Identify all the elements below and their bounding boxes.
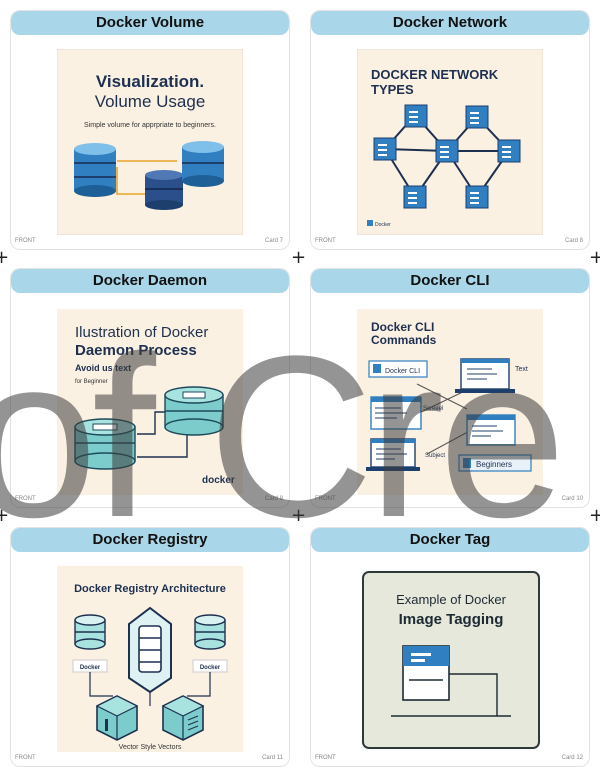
card-number: Card 7	[264, 238, 283, 244]
daemon-illustration: Ilustration of Docker Daemon Process Avo…	[57, 309, 243, 495]
illus-title-1: Visualization.	[96, 72, 204, 91]
laptop-icon	[455, 358, 515, 393]
card-number: Card 9	[264, 496, 283, 502]
image-tag-icon	[402, 645, 450, 701]
daemon-cylinder-icon	[164, 386, 224, 436]
crop-mark-icon: +	[589, 247, 600, 268]
crop-mark-icon: +	[291, 247, 307, 268]
terminal-window-icon	[370, 396, 422, 430]
illus-logo-text: Docker	[375, 222, 391, 228]
illus-title-2: Daemon Process	[75, 342, 197, 359]
card-side-label: FRONT	[315, 755, 336, 761]
card-number: Card 11	[262, 755, 283, 761]
terminal-window-icon	[466, 414, 516, 446]
illus-label-cli: Docker CLI	[385, 368, 420, 375]
volume-illustration: Visualization. Volume Usage Simple volum…	[57, 49, 243, 235]
illus-label-subject: Subject	[425, 453, 445, 459]
cli-illustration: Docker CLI Commands Docker CLI Text	[357, 309, 543, 495]
card-number: Card 8	[564, 238, 583, 244]
card-title: Docker Volume	[11, 11, 289, 35]
crop-mark-icon: +	[0, 247, 10, 268]
illus-label-beginners: Beginners	[476, 460, 512, 469]
card-side-label: FRONT	[315, 238, 336, 244]
illus-title-1: Ilustration of Docker	[75, 324, 208, 341]
flashcard-docker-registry: Docker Registry Docker Registry Architec…	[10, 527, 290, 767]
laptop-icon	[366, 438, 420, 471]
flashcard-docker-daemon: Docker Daemon Ilustration of Docker Daem…	[10, 268, 290, 508]
card-side-label: FRONT	[15, 238, 36, 244]
illus-logo-text: docker	[202, 475, 235, 486]
illus-title-2: TYPES	[371, 82, 414, 97]
flashcard-docker-network: Docker Network DOCKER NETWORK TYPES	[310, 10, 590, 250]
illus-label-docker-left: Docker	[80, 665, 101, 671]
registry-db-icon	[194, 614, 226, 650]
card-title: Docker Registry	[11, 528, 289, 552]
illus-subtitle: Avoid us text	[75, 363, 131, 373]
card-number: Card 10	[561, 496, 583, 502]
volume-cylinder-icon	[182, 141, 224, 187]
illus-label-docker-right: Docker	[200, 665, 221, 671]
illus-caption: Vector Style Vectors	[119, 744, 182, 751]
card-side-label: FRONT	[15, 755, 36, 761]
card-side-label: FRONT	[315, 496, 336, 502]
illus-title: Docker Registry Architecture	[74, 583, 226, 595]
registry-db-icon	[74, 614, 106, 650]
illus-label-screen: Screeel	[423, 406, 443, 412]
illus-caption: Simple volume for apprpriate to beginner…	[84, 122, 216, 129]
illus-title-2: Commands	[371, 333, 437, 347]
crop-mark-icon: +	[0, 505, 10, 526]
illus-title-2: Volume Usage	[95, 92, 206, 111]
daemon-cylinder-icon	[74, 418, 136, 470]
flashcard-docker-volume: Docker Volume Visualization. Volume Usag…	[10, 10, 290, 250]
illus-label-text: Text	[515, 366, 528, 373]
tag-illustration: Example of Docker Image Tagging	[361, 570, 541, 750]
crop-mark-icon: +	[291, 505, 307, 526]
container-cube-icon	[95, 695, 139, 741]
docker-logo-icon	[367, 220, 373, 226]
flashcard-docker-cli: Docker CLI Docker CLI Commands Docker CL…	[310, 268, 590, 508]
illus-title-2: Image Tagging	[399, 611, 504, 628]
volume-cylinder-icon	[145, 170, 183, 210]
illus-title-1: DOCKER NETWORK	[371, 67, 499, 82]
cli-icon	[373, 364, 381, 373]
card-number: Card 12	[561, 755, 583, 761]
container-cube-icon	[161, 695, 205, 741]
network-illustration: DOCKER NETWORK TYPES	[357, 49, 543, 235]
illus-caption: for Beginner	[75, 379, 108, 385]
registry-server-icon	[128, 606, 172, 694]
registry-illustration: Docker Registry Architecture	[57, 566, 243, 752]
card-side-label: FRONT	[15, 496, 36, 502]
crop-mark-icon: +	[589, 505, 600, 526]
card-title: Docker Tag	[311, 528, 589, 552]
card-title: Docker Network	[311, 11, 589, 35]
card-title: Docker Daemon	[11, 269, 289, 293]
card-title: Docker CLI	[311, 269, 589, 293]
volume-cylinder-icon	[74, 143, 116, 197]
illus-title-1: Example of Docker	[396, 592, 506, 607]
beginner-icon	[463, 458, 471, 468]
illus-title-1: Docker CLI	[371, 320, 434, 334]
flashcard-docker-tag: Docker Tag Example of Docker Image Taggi…	[310, 527, 590, 767]
